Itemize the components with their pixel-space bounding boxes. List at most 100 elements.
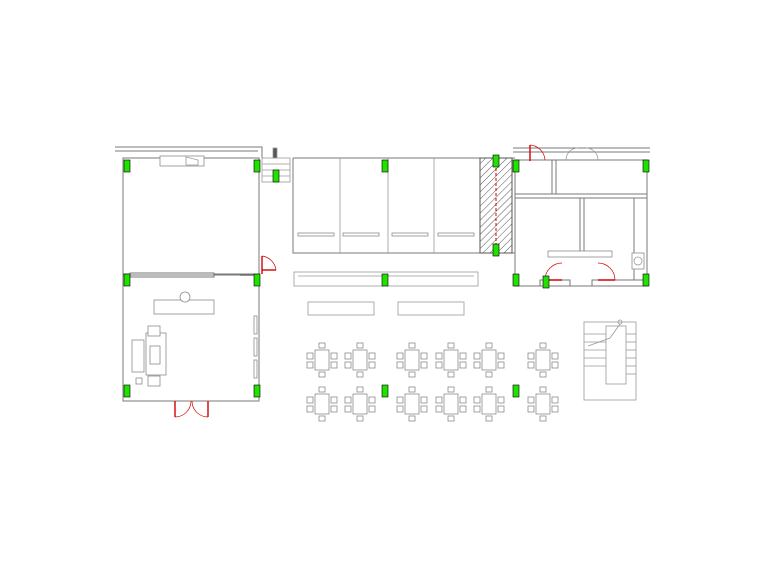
table-top: [314, 349, 330, 371]
chair: [344, 396, 352, 404]
dining-table-12: [527, 386, 559, 422]
chair: [497, 361, 505, 369]
table-top: [314, 393, 330, 415]
chair: [408, 415, 416, 422]
chair: [539, 386, 547, 393]
chair: [408, 342, 416, 349]
chair: [420, 396, 428, 404]
chair: [527, 396, 535, 404]
chair: [368, 361, 376, 369]
chair: [497, 396, 505, 404]
chair: [306, 361, 314, 369]
chair: [447, 342, 455, 349]
table-top: [535, 393, 551, 415]
chair: [459, 361, 467, 369]
column-5: [123, 384, 131, 398]
dining-table-10: [435, 386, 467, 422]
chair: [539, 371, 547, 378]
chair: [497, 405, 505, 413]
chair: [408, 386, 416, 393]
dining-table-4: [435, 342, 467, 378]
chair: [330, 361, 338, 369]
structural-columns: [123, 154, 650, 398]
chair: [551, 405, 559, 413]
chair: [356, 415, 364, 422]
table-top: [404, 349, 420, 371]
chair: [497, 352, 505, 360]
door-6: [597, 262, 616, 281]
chair: [473, 396, 481, 404]
column-15: [272, 169, 280, 183]
doors: [174, 144, 616, 418]
dining-table-5: [473, 342, 505, 378]
chair: [318, 386, 326, 393]
dining-table-9: [396, 386, 428, 422]
table-top: [481, 393, 497, 415]
column-2: [253, 159, 261, 173]
chair: [330, 396, 338, 404]
chair: [473, 361, 481, 369]
table-top: [404, 393, 420, 415]
dining-table-6: [527, 342, 559, 378]
column-9: [381, 384, 389, 398]
chair: [318, 371, 326, 378]
dining-table-8: [344, 386, 376, 422]
chair: [459, 352, 467, 360]
chair: [447, 415, 455, 422]
door-2: [174, 400, 209, 418]
chair: [420, 361, 428, 369]
chair: [551, 352, 559, 360]
chair: [459, 396, 467, 404]
dining-table-2: [344, 342, 376, 378]
lounge-room: [122, 274, 260, 402]
column-3: [123, 273, 131, 287]
chair: [396, 405, 404, 413]
column-18: [542, 275, 550, 289]
chair: [473, 405, 481, 413]
storage-row: [297, 158, 475, 253]
dining-table-7: [306, 386, 338, 422]
chair: [435, 352, 443, 360]
chair: [485, 371, 493, 378]
chair: [420, 352, 428, 360]
chair: [356, 386, 364, 393]
column-4: [253, 273, 261, 287]
chair: [408, 371, 416, 378]
column-12: [512, 384, 520, 398]
chair: [539, 342, 547, 349]
chair: [396, 352, 404, 360]
chair: [356, 342, 364, 349]
service-block: [514, 159, 648, 287]
chair: [396, 396, 404, 404]
chair: [485, 386, 493, 393]
chair: [344, 405, 352, 413]
table-top: [443, 393, 459, 415]
chair: [447, 386, 455, 393]
column-6: [253, 384, 261, 398]
chair: [435, 396, 443, 404]
chair: [318, 415, 326, 422]
chair: [356, 371, 364, 378]
table-top: [481, 349, 497, 371]
column-16: [492, 243, 500, 257]
chair: [539, 415, 547, 422]
chair: [306, 405, 314, 413]
column-14: [642, 273, 650, 287]
table-top: [535, 349, 551, 371]
chair: [527, 405, 535, 413]
chair: [551, 396, 559, 404]
dining-table-1: [306, 342, 338, 378]
column-17: [492, 154, 500, 168]
chair: [485, 415, 493, 422]
chair: [368, 396, 376, 404]
column-8: [381, 273, 389, 287]
chair: [306, 396, 314, 404]
dining-area: [306, 342, 559, 422]
chair: [344, 352, 352, 360]
table-top: [352, 393, 368, 415]
chair: [396, 361, 404, 369]
door-1: [261, 255, 277, 274]
column-13: [642, 159, 650, 173]
